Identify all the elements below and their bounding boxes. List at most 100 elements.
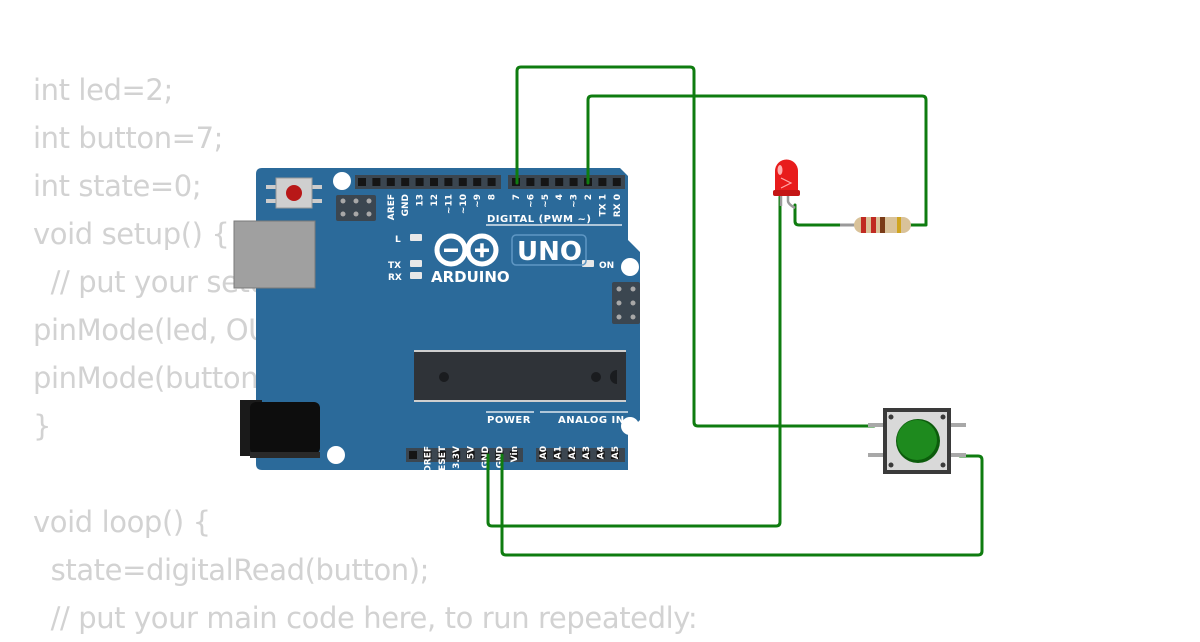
power-on-led: ON <box>582 260 614 271</box>
pin-label: A2 <box>568 446 578 459</box>
svg-text:ON: ON <box>599 261 614 271</box>
builtin-led-l: L <box>395 234 422 245</box>
header-pin[interactable] <box>582 451 591 459</box>
pin-label: A5 <box>611 446 621 459</box>
pin-label: Vin <box>510 446 520 462</box>
header-pin[interactable] <box>473 178 482 186</box>
mounting-hole <box>621 258 639 276</box>
wire-pin2-to-resistor[interactable] <box>586 94 928 227</box>
header-pin[interactable] <box>409 451 417 459</box>
pin-label: ~3 <box>570 194 580 208</box>
header-pin[interactable] <box>569 178 578 186</box>
wire-led-cathode-to-gnd[interactable] <box>486 195 782 528</box>
pin-label: A3 <box>582 446 592 459</box>
header-pin[interactable] <box>386 178 395 186</box>
resistor[interactable] <box>840 217 911 233</box>
power-header-label: POWER <box>487 415 531 426</box>
reset-button[interactable] <box>266 177 322 209</box>
pin-label: 8 <box>488 194 498 200</box>
header-pin[interactable] <box>612 178 621 186</box>
analog-header-label: ANALOG IN <box>558 415 625 426</box>
pin-label: AREF <box>387 194 397 220</box>
pin-label: ~10 <box>459 194 469 214</box>
power-jack <box>240 400 320 458</box>
pin-label: GND <box>401 194 411 216</box>
pin-label: GND <box>481 446 491 468</box>
header-pin[interactable] <box>539 451 547 459</box>
header-pin[interactable] <box>596 451 605 459</box>
pushbutton[interactable] <box>868 408 966 474</box>
arduino-logo <box>434 233 499 267</box>
header-pin[interactable] <box>509 451 518 459</box>
usb-connector <box>233 220 316 289</box>
header-pin[interactable] <box>487 178 496 186</box>
header-pin[interactable] <box>358 178 366 186</box>
pin-label: GND <box>495 446 505 468</box>
pin-label: IOREF <box>423 446 433 476</box>
pin-label: 13 <box>416 194 426 207</box>
rx-led: RX <box>388 272 422 283</box>
tx-led: TX <box>388 260 422 271</box>
wire-pin7-to-button[interactable] <box>515 65 876 428</box>
header-pin[interactable] <box>415 178 424 186</box>
code-line: int button=7; <box>33 121 223 155</box>
svg-text:TX: TX <box>388 261 401 271</box>
digital-header-right <box>508 175 625 189</box>
header-pin[interactable] <box>401 178 410 186</box>
header-pin[interactable] <box>444 178 453 186</box>
code-line: state=digitalRead(button); <box>33 553 430 587</box>
digital-header-label: DIGITAL (PWM ~) <box>487 214 591 225</box>
pin-label: ~5 <box>541 194 551 208</box>
pin-label: A0 <box>539 446 549 459</box>
header-pin[interactable] <box>555 178 564 186</box>
header-pin[interactable] <box>540 178 549 186</box>
header-pin[interactable] <box>372 178 381 186</box>
svg-text:L: L <box>395 235 401 245</box>
svg-text:RX: RX <box>388 273 402 283</box>
code-line: int state=0; <box>33 169 202 203</box>
pin-label: ~11 <box>444 194 454 214</box>
pin-label: 5V <box>467 446 477 459</box>
header-pin[interactable] <box>611 451 619 459</box>
header-pin[interactable] <box>423 451 432 459</box>
header-pin[interactable] <box>553 451 562 459</box>
red-led[interactable] <box>773 159 800 210</box>
mounting-hole <box>327 446 345 464</box>
pin-label: ~9 <box>473 194 483 208</box>
pin-label: 12 <box>430 194 440 207</box>
wire-led-anode-to-resistor[interactable] <box>793 203 844 227</box>
power-header <box>406 448 523 462</box>
header-pin[interactable] <box>495 451 504 459</box>
mounting-hole <box>333 172 351 190</box>
mounting-hole <box>621 417 639 435</box>
header-pin[interactable] <box>452 451 461 459</box>
pin-label: ~6 <box>526 194 536 208</box>
header-pin[interactable] <box>430 178 438 186</box>
icsp2-header <box>612 282 640 324</box>
model-badge <box>511 234 587 266</box>
pin-label: 2 <box>584 194 594 200</box>
header-pin[interactable] <box>481 451 489 459</box>
pin-label: 7 <box>512 194 522 200</box>
header-pin[interactable] <box>567 451 576 459</box>
header-pin[interactable] <box>437 451 446 459</box>
header-pin[interactable] <box>526 178 535 186</box>
pin-label: A1 <box>553 446 563 459</box>
pin-label: RESET <box>438 445 448 478</box>
code-line: } <box>33 409 52 443</box>
pin-label: A4 <box>597 446 607 459</box>
code-line: void setup() { <box>33 217 230 251</box>
arduino-wordmark: ARDUINO <box>431 268 510 286</box>
code-line: // put your main code here, to run repea… <box>33 601 698 635</box>
pin-label: 3.3V <box>452 446 462 469</box>
header-pin[interactable] <box>458 178 467 186</box>
icsp-header <box>336 195 376 221</box>
pin-label: RX 0 <box>613 194 623 217</box>
header-pin[interactable] <box>466 451 475 459</box>
pin-label: TX 1 <box>598 194 608 216</box>
header-pin[interactable] <box>598 178 607 186</box>
microcontroller-chip <box>414 350 626 402</box>
wire-button-to-gnd[interactable] <box>500 453 984 557</box>
